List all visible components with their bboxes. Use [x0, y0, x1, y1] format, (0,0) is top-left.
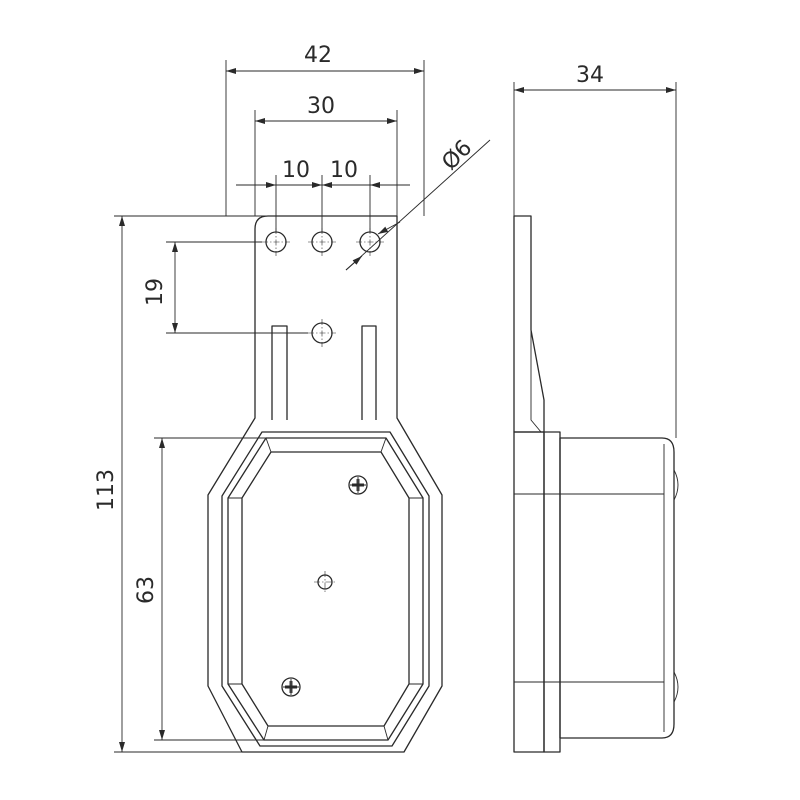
dim-overall-width: 42	[304, 43, 332, 68]
dimensions: 42 30 10 10 Ø6 19 113 63 34	[94, 43, 677, 753]
mounting-hole-lower	[308, 319, 336, 347]
screw-icon-top	[348, 475, 368, 495]
dim-overall-height: 113	[94, 469, 119, 511]
mounting-hole-1	[262, 228, 290, 256]
side-view	[513, 215, 679, 753]
dim-line-hole-diameter	[345, 139, 491, 271]
side-screw-head-top	[673, 469, 679, 501]
front-view	[207, 215, 443, 753]
side-bracket	[513, 215, 545, 433]
bracket-plate	[207, 215, 443, 753]
side-lens-lines	[514, 444, 665, 732]
dim-lens-height: 63	[134, 576, 159, 604]
side-flange	[543, 431, 561, 753]
screw-icon-bottom	[281, 677, 301, 697]
side-base	[513, 431, 545, 753]
side-screw-head-bottom	[673, 671, 679, 703]
lamp-body-outer	[221, 431, 430, 747]
dim-hole-diameter: Ø6	[437, 135, 477, 175]
center-hole	[314, 571, 336, 593]
dim-side-depth: 34	[576, 63, 604, 88]
side-lens-body	[559, 437, 675, 739]
lens-bevel-lines	[228, 437, 423, 741]
dim-vertical-offset: 19	[143, 278, 168, 306]
mounting-hole-2	[308, 228, 336, 256]
bracket-slot-right	[361, 325, 377, 420]
dim-hole-pitch-right: 10	[330, 158, 358, 183]
mounting-hole-3	[356, 228, 384, 256]
dim-hole-pitch-left: 10	[282, 158, 310, 183]
dim-hole-span: 30	[307, 94, 335, 119]
bracket-slot-left	[271, 325, 288, 420]
side-bracket-bend	[530, 330, 542, 433]
